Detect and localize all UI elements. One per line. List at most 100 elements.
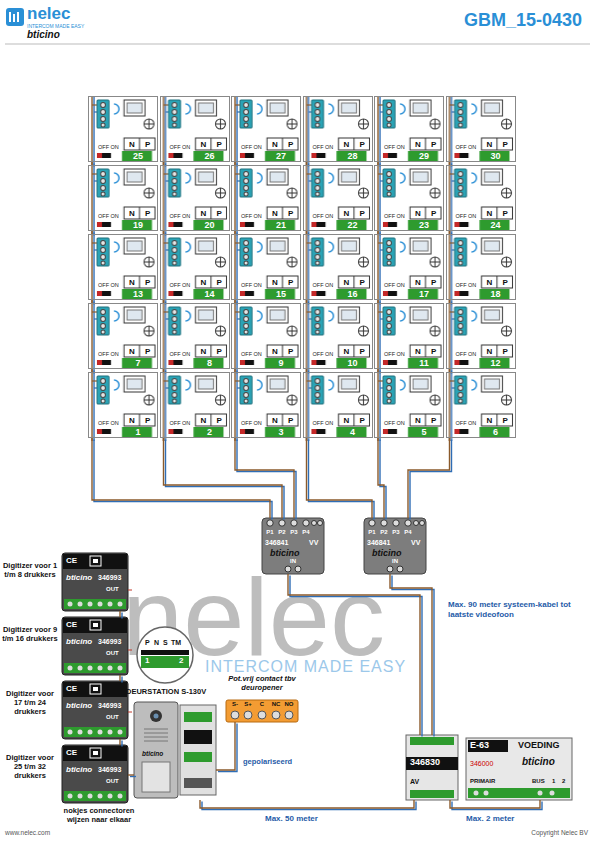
digitizer: Digitizer voor 17 t/m 24 drukkersCEbtici… xyxy=(62,681,128,739)
node-text: N xyxy=(487,278,493,288)
node-text: N xyxy=(487,416,493,426)
node-text: OFF ON xyxy=(170,144,191,151)
videophone: OFF ONNP23 xyxy=(374,165,444,231)
node-text: 29 xyxy=(409,151,439,162)
node-text: P1 xyxy=(366,529,378,536)
videophone: OFF ONNP6 xyxy=(446,372,516,438)
node-text: N xyxy=(272,278,278,288)
node-text: P xyxy=(217,209,222,219)
node-text: OFF ON xyxy=(384,213,405,220)
door-station: DEURSTATION S-130Vbticino xyxy=(134,700,216,800)
node-text: N xyxy=(487,209,493,219)
digitizer: Digitizer voor 1 t/m 8 drukkersCEbticino… xyxy=(62,553,128,611)
wire-core xyxy=(128,774,134,775)
logo-tagline: INTERCOM MADE EASY xyxy=(27,23,84,29)
node-text: OFF ON xyxy=(170,420,191,427)
power-supply: E-63VOEDINGbticino346000PRIMAIRBUS12 xyxy=(466,738,572,800)
distributor: P1P2P3P4346841VVbticinoIN xyxy=(364,518,426,574)
videophone: OFF ONNP17 xyxy=(374,234,444,300)
node-text: 11 xyxy=(409,358,439,369)
wire-core xyxy=(164,438,283,518)
wire-core xyxy=(378,438,384,518)
wire-core xyxy=(288,574,420,735)
title: GBM_15-0430 xyxy=(390,10,582,32)
node-text: IN xyxy=(388,558,402,565)
node-text: 6 xyxy=(481,427,511,438)
videophone: OFF ONNP16 xyxy=(303,234,373,300)
node-text: N xyxy=(415,278,421,288)
node-text: N xyxy=(272,140,278,150)
node-text: 19 xyxy=(123,220,153,231)
node-text: NO xyxy=(282,701,296,708)
node-text: C xyxy=(255,701,269,708)
node-text: Digitizer voor 1 t/m 8 drukkers xyxy=(2,561,58,579)
node-text: OFF ON xyxy=(456,213,477,220)
node-text: 27 xyxy=(266,151,296,162)
videophone: OFF ONNP5 xyxy=(374,372,444,438)
node-text: P xyxy=(431,416,436,426)
node-text: 1 xyxy=(123,427,153,438)
av-module-body xyxy=(406,735,458,800)
node-text: 26 xyxy=(195,151,225,162)
videophone: OFF ONNP27 xyxy=(231,96,301,162)
videophone: OFF ONNP7 xyxy=(88,303,158,369)
bus-wire xyxy=(128,775,136,777)
node-text: 13 xyxy=(123,289,153,300)
node-text: OFF ON xyxy=(98,420,119,427)
node-text: N xyxy=(272,347,278,357)
videophone: OFF ONNP11 xyxy=(374,303,444,369)
power-supply-body xyxy=(466,738,572,800)
wire-core xyxy=(237,440,296,520)
node-text: OFF ON xyxy=(384,144,405,151)
videophone: OFF ONNP20 xyxy=(160,165,230,231)
node-text: 7 xyxy=(123,358,153,369)
node-text: P4 xyxy=(402,529,414,536)
node-text: N xyxy=(201,416,207,426)
wire-core xyxy=(392,576,434,737)
node-text: P2 xyxy=(276,529,288,536)
wire-label: Max. 50 meter xyxy=(265,814,318,824)
node-text: OFF ON xyxy=(384,351,405,358)
node-text: P xyxy=(288,416,293,426)
node-text: N xyxy=(201,347,207,357)
wire-core xyxy=(218,724,237,772)
relay-contact: Pot.vrij contact tbv deuropenerS-S+CNCNO xyxy=(226,700,298,722)
node-text: P xyxy=(145,347,150,357)
node-text: P xyxy=(288,278,293,288)
node-text: DEURSTATION S-130V xyxy=(126,687,206,696)
node-text: 2 xyxy=(179,656,183,666)
node-text: NC xyxy=(269,701,283,708)
node-text: 2 xyxy=(562,778,565,785)
bus-wire xyxy=(92,438,272,520)
node-text: OFF ON xyxy=(241,282,262,289)
node-text: OFF ON xyxy=(456,420,477,427)
node-text: N xyxy=(272,416,278,426)
node-text: OFF ON xyxy=(456,282,477,289)
bus-wire xyxy=(216,722,237,772)
videophone: OFF ONNP8 xyxy=(160,303,230,369)
node-text: OFF ON xyxy=(384,420,405,427)
node-text: P xyxy=(503,278,508,288)
videophone: OFF ONNP30 xyxy=(446,96,516,162)
node-text: OFF ON xyxy=(98,213,119,220)
wire-core xyxy=(216,722,235,770)
node-text: OFF ON xyxy=(313,282,334,289)
node-text: P xyxy=(503,347,508,357)
node-text: N xyxy=(487,347,493,357)
wire-core xyxy=(408,438,450,518)
node-text: 28 xyxy=(338,151,368,162)
node-text: 25 xyxy=(123,151,153,162)
node-text: 17 xyxy=(409,289,439,300)
node-text: OFF ON xyxy=(456,351,477,358)
wire-core xyxy=(92,438,270,518)
node-text: OUT xyxy=(106,714,119,721)
wire-core xyxy=(166,440,285,520)
node-text: OUT xyxy=(106,650,119,657)
node-text: N xyxy=(201,278,207,288)
node-text: 8 xyxy=(195,358,225,369)
node-text: P xyxy=(145,278,150,288)
node-text: OUT xyxy=(106,778,119,785)
wire-core xyxy=(130,776,136,777)
node-text: 22 xyxy=(338,220,368,231)
bus-wire xyxy=(120,739,122,747)
